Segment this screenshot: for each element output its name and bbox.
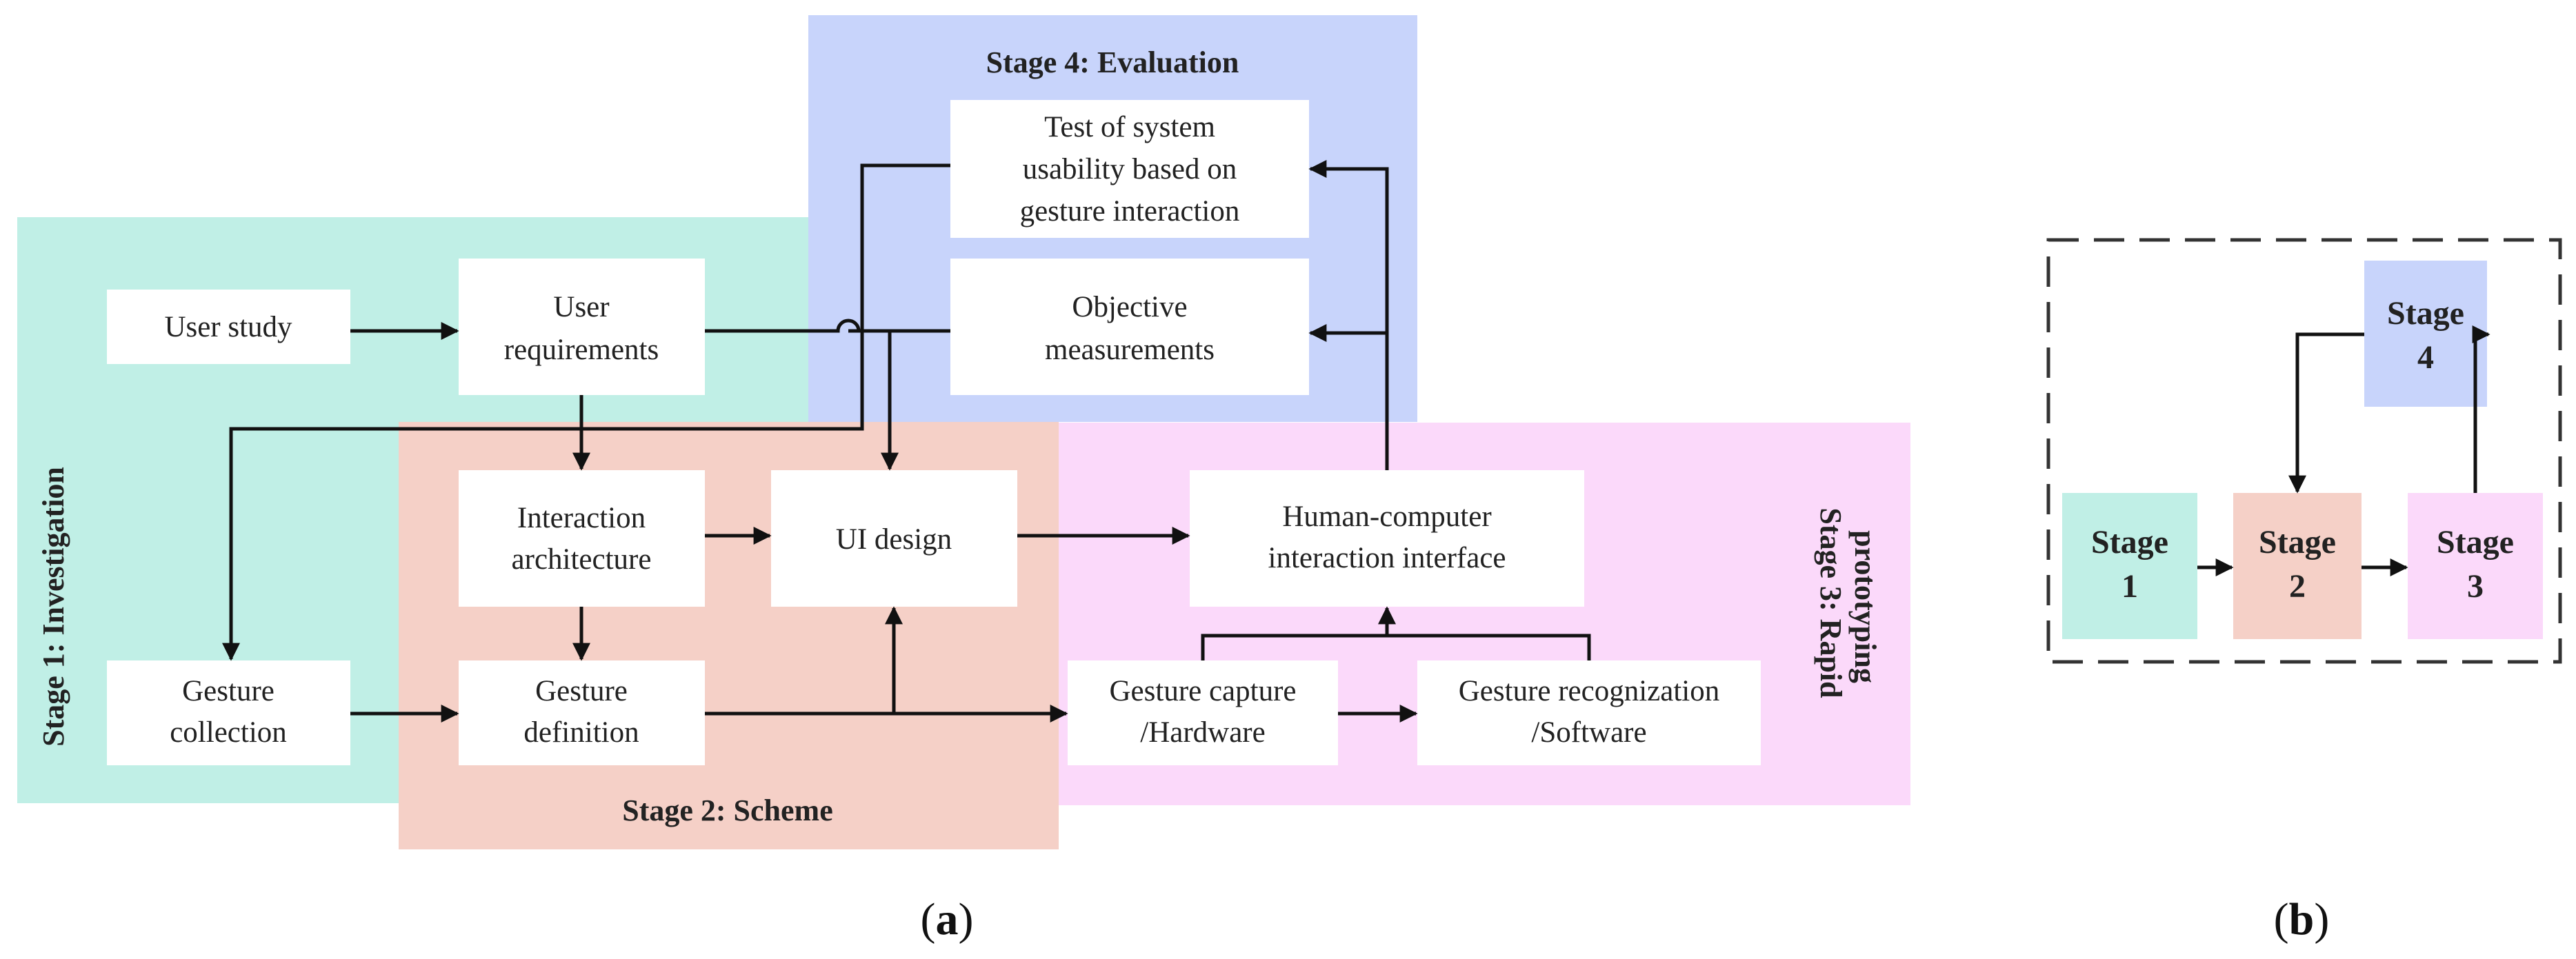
gesture-recognization-label-line2: /Software (1531, 716, 1646, 749)
caption-b: (b) (2274, 894, 2330, 945)
gesture-recognization-box: Gesture recognization /Software (1417, 660, 1761, 765)
gesture-capture-label-line2: /Hardware (1140, 716, 1265, 749)
mini-arrow-stage3-to-stage4 (2472, 325, 2490, 493)
mini-stage1-label-line2: 1 (2121, 568, 2138, 605)
gesture-definition-box: Gesture definition (459, 660, 705, 765)
stage3-title-line2: prototyping (1848, 530, 1882, 683)
gesture-definition-label-line1: Gesture (535, 675, 628, 707)
stage2-title: Stage 2: Scheme (622, 794, 833, 827)
objective-measurements-label-line1: Objective (1072, 291, 1187, 323)
objective-measurements-box: Objective measurements (950, 259, 1309, 395)
test-usability-label-line2: usability based on (1023, 153, 1237, 185)
objective-measurements-label-line2: measurements (1045, 334, 1215, 366)
ui-design-label: UI design (836, 523, 952, 556)
mini-arrow-stage4-to-stage2 (2288, 332, 2364, 494)
mini-connectors (2197, 325, 2490, 576)
arrow-hci-to-test (1308, 160, 1389, 470)
gesture-collection-box: Gesture collection (107, 660, 350, 765)
panel-a: Stage 4: Evaluation Stage 2: Scheme Stag… (17, 15, 1910, 945)
gesture-capture-box: Gesture capture /Hardware (1068, 660, 1338, 765)
mini-stage1-box: Stage 1 (2062, 493, 2197, 639)
connectors (222, 160, 1591, 723)
user-requirements-label-line1: User (553, 291, 609, 323)
mini-stage4-label-line2: 4 (2417, 339, 2434, 376)
mini-stage3-label-line1: Stage (2437, 524, 2514, 561)
line-requirements-to-objective (705, 319, 950, 333)
test-usability-box: Test of system usability based on gestur… (950, 100, 1309, 238)
arrow-test-loop-to-gesture-collection (222, 163, 950, 661)
mini-stage2-label-line1: Stage (2259, 524, 2336, 561)
user-study-label: User study (164, 311, 292, 343)
mini-stage4-box: Stage 4 (2364, 261, 2487, 407)
gesture-collection-label-line1: Gesture (182, 675, 274, 707)
hci-interface-label-line2: interaction interface (1268, 542, 1506, 574)
test-usability-label-line1: Test of system (1044, 111, 1215, 143)
stage3-title: Stage 3: Rapid prototyping (1814, 507, 1882, 705)
gesture-capture-label-line1: Gesture capture (1110, 675, 1297, 707)
user-requirements-label-line2: requirements (504, 334, 659, 366)
test-usability-label-line3: gesture interaction (1020, 195, 1240, 228)
interaction-architecture-label-line2: architecture (512, 543, 652, 576)
interaction-architecture-label-line1: Interaction (517, 502, 646, 534)
hci-interface-label-line1: Human-computer (1282, 501, 1491, 533)
panel-b: Stage 4 Stage 1 Stage 2 Stage 3 (b) (2046, 238, 2562, 945)
user-study-box: User study (107, 290, 350, 364)
panel-b-frame (2046, 238, 2562, 664)
ui-design-box: UI design (771, 470, 1017, 607)
mini-stage3-label-line2: 3 (2467, 568, 2484, 605)
mini-stage3-box: Stage 3 (2408, 493, 2543, 639)
mini-stage2-box: Stage 2 (2233, 493, 2362, 639)
stage4-title: Stage 4: Evaluation (986, 46, 1239, 79)
mini-stage2-label-line2: 2 (2289, 568, 2306, 605)
interaction-architecture-box: Interaction architecture (459, 470, 705, 607)
arrow-modules-to-hci (1201, 608, 1591, 660)
user-requirements-box: User requirements (459, 259, 705, 395)
mini-stage1-label-line1: Stage (2091, 524, 2168, 561)
hci-interface-box: Human-computer interaction interface (1190, 470, 1584, 607)
gesture-recognization-label-line1: Gesture recognization (1459, 675, 1719, 707)
caption-a: (a) (921, 894, 974, 945)
stage3-title-line1: Stage 3: Rapid (1814, 507, 1848, 698)
stage1-title: Stage 1: Investigation (37, 467, 70, 747)
mini-stage4-label-line1: Stage (2387, 295, 2464, 332)
gesture-collection-label-line2: collection (170, 716, 287, 749)
gesture-definition-label-line2: definition (523, 716, 639, 749)
